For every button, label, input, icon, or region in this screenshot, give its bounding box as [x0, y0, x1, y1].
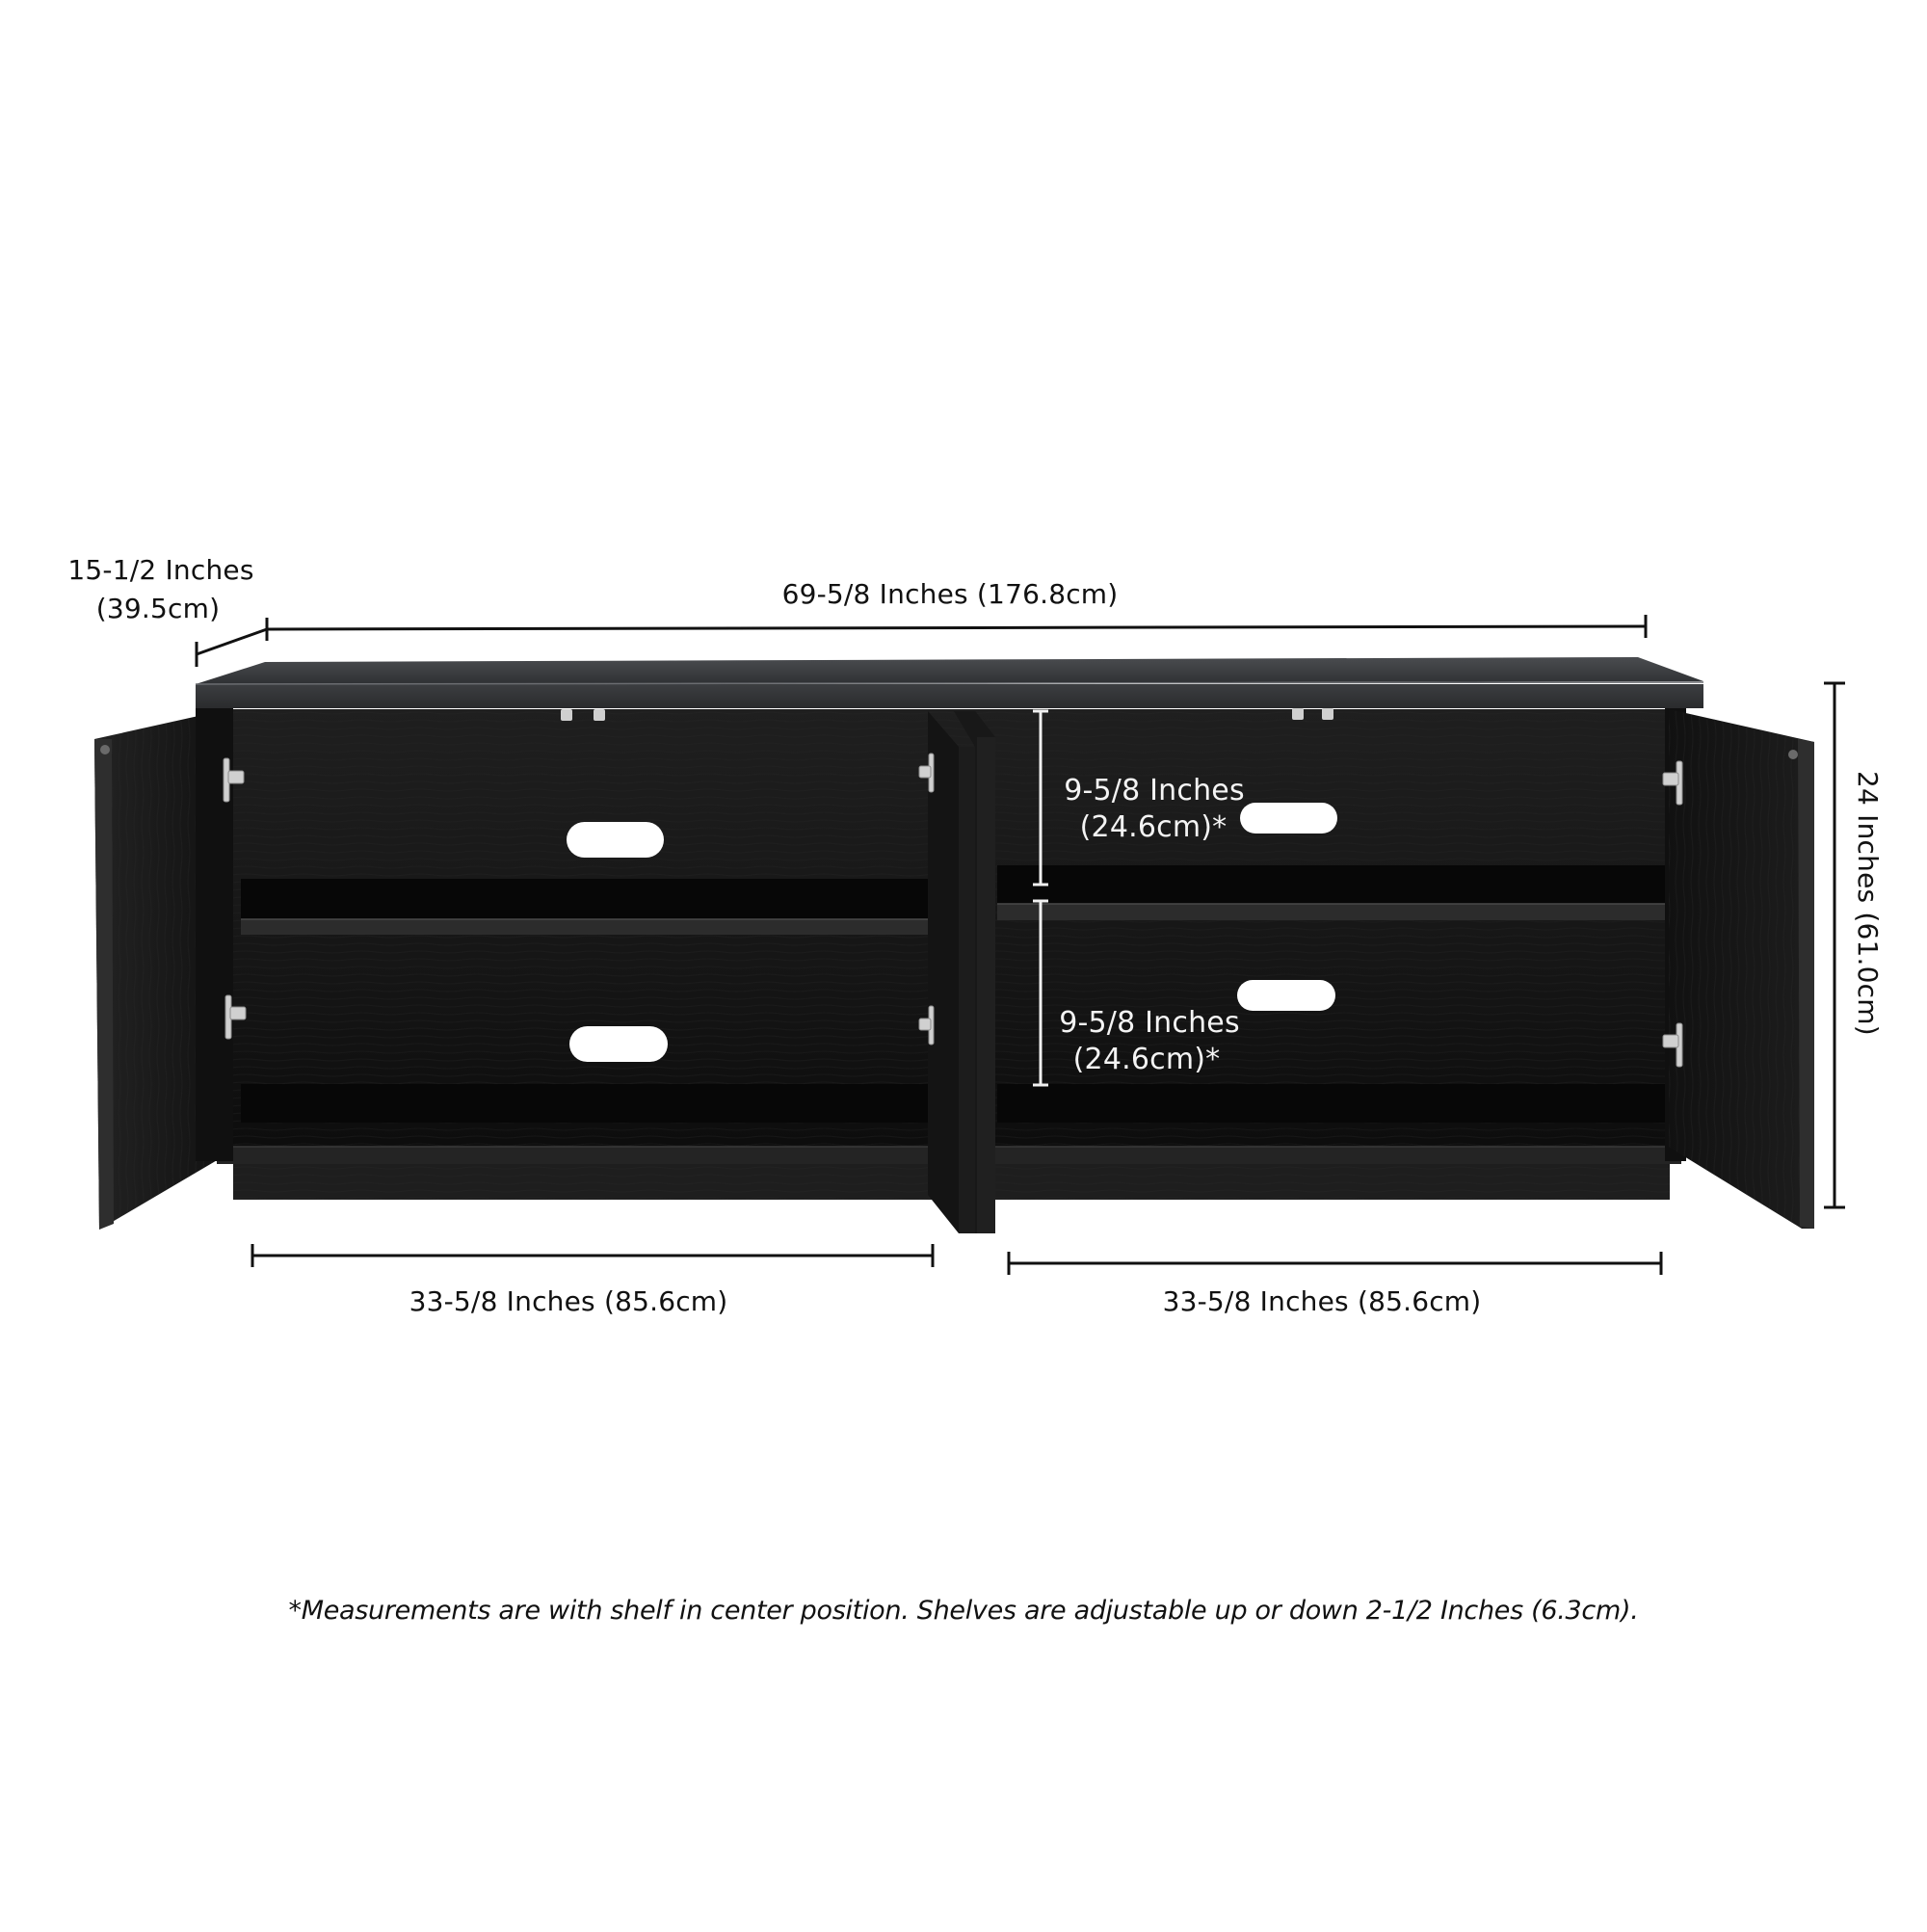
total-width-dimension-line	[265, 615, 1648, 641]
cable-cutout-lower-left	[569, 1026, 668, 1062]
upper-clearance-label-cm: (24.6cm)*	[1079, 810, 1227, 844]
top-slab-front	[196, 684, 1703, 708]
cable-cutout-upper-right	[1240, 803, 1337, 834]
cable-cutout-lower-right	[1237, 980, 1335, 1011]
lower-shelf-clearance-line	[1033, 899, 1048, 1087]
shelf-clips	[561, 708, 1333, 721]
top-slab-surface	[196, 657, 1703, 684]
left-shelf	[241, 919, 930, 935]
left-door-edge	[94, 739, 114, 1230]
right-width-dimension-line	[1007, 1252, 1663, 1275]
footnote: *Measurements are with shelf in center p…	[288, 1596, 1639, 1626]
upper-shelf-clearance-line	[1033, 709, 1048, 887]
hinges	[223, 753, 1683, 1068]
total-width-label: 69-5/8 Inches (176.8cm)	[781, 578, 1119, 610]
lower-clearance-label-cm: (24.6cm)*	[1072, 1043, 1221, 1076]
depth-dimension-line	[195, 627, 268, 667]
door-bumper	[1788, 750, 1798, 759]
right-shelf	[997, 904, 1665, 920]
depth-label-inches: 15-1/2 Inches	[67, 554, 254, 586]
left-width-dimension-line	[251, 1244, 935, 1267]
cabinet	[94, 657, 1814, 1233]
total-height-label: 24 Inches (61.0cm)	[1852, 771, 1884, 1036]
right-compartment-width-label: 33-5/8 Inches (85.6cm)	[1162, 1285, 1482, 1317]
cable-cutout-upper-left	[567, 822, 664, 858]
depth-label-cm: (39.5cm)	[95, 593, 221, 624]
right-door-edge	[1798, 739, 1814, 1229]
total-height-dimension-line	[1824, 681, 1845, 1209]
lower-clearance-label-inches: 9-5/8 Inches	[1059, 1006, 1240, 1040]
left-compartment-width-label: 33-5/8 Inches (85.6cm)	[409, 1285, 728, 1317]
upper-clearance-label-inches: 9-5/8 Inches	[1064, 774, 1245, 807]
